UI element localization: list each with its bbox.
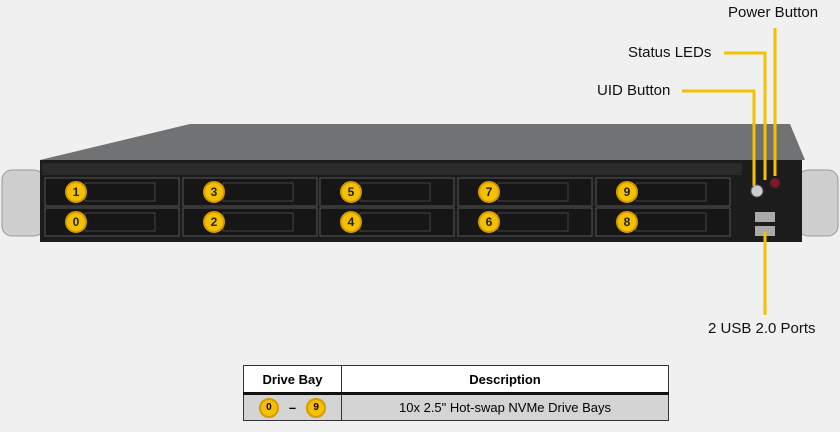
- drive-bay-number: 6: [478, 211, 500, 233]
- drive-bay-number: 4: [340, 211, 362, 233]
- header-description: Description: [341, 365, 669, 395]
- bay-badge: 9: [306, 397, 327, 418]
- right-rack-ear: [797, 169, 839, 237]
- bay-badge: 0: [258, 397, 279, 418]
- table-row: 0–9 10x 2.5" Hot-swap NVMe Drive Bays: [243, 393, 669, 421]
- header-drive-bay: Drive Bay: [243, 365, 342, 395]
- uid-button[interactable]: [750, 184, 764, 198]
- usb-port: [755, 212, 775, 222]
- chassis-top: [40, 124, 805, 160]
- drive-bay-table: Drive Bay Description 0–9 10x 2.5" Hot-s…: [243, 365, 669, 421]
- power-button[interactable]: [770, 178, 780, 188]
- drive-bay-range: 0–9: [243, 393, 342, 421]
- left-rack-ear: [1, 169, 45, 237]
- drive-bay-number: 1: [65, 181, 87, 203]
- power-button-label: Power Button: [728, 4, 819, 21]
- description-cell: 10x 2.5" Hot-swap NVMe Drive Bays: [341, 393, 669, 421]
- drive-bay-number: 0: [65, 211, 87, 233]
- usb-ports-label: 2 USB 2.0 Ports: [708, 320, 816, 337]
- status-leds-label: Status LEDs: [628, 44, 712, 61]
- drive-bay-number: 7: [478, 181, 500, 203]
- drive-bay-number: 5: [340, 181, 362, 203]
- usb-port: [755, 226, 775, 236]
- callout-lines: [682, 28, 777, 315]
- uid-button-label: UID Button: [597, 82, 671, 99]
- drive-bay-number: 8: [616, 211, 638, 233]
- drive-bay-number: 3: [203, 181, 225, 203]
- drive-bay-number: 2: [203, 211, 225, 233]
- range-dash: –: [288, 400, 297, 415]
- drive-bay-number: 9: [616, 181, 638, 203]
